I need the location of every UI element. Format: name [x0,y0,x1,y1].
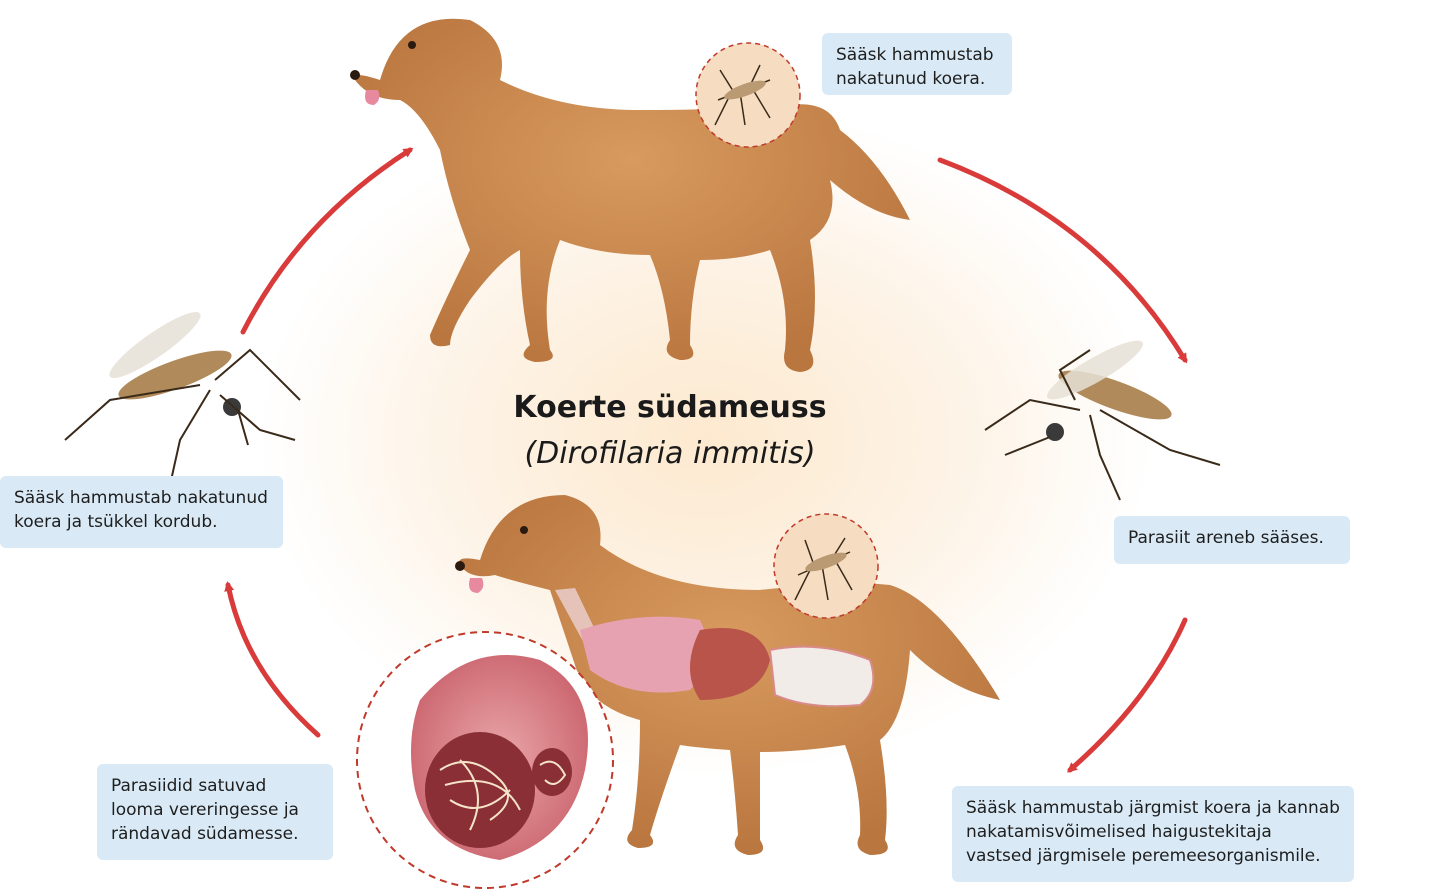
bite-circle-bottom [773,513,879,619]
cycle-arrows [224,147,1188,773]
arrow-left-up [224,581,321,738]
mosquito-left [64,311,301,486]
heart-zoom-circle [356,631,614,889]
bite-circle-top [695,42,801,148]
step-box-left: Sääsk hammustab nakatunud koera ja tsükk… [0,476,283,548]
step-box-top-right: Sääsk hammustab nakatunud koera. [822,33,1012,95]
arrow-top-left [240,147,414,335]
arrow-top-right [937,157,1188,364]
organ-liver [690,628,770,700]
organ-lungs [580,616,708,693]
diagram-title: Koerte südameuss [513,390,827,425]
organ-intestines [768,645,875,708]
step-box-bottom-right: Sääsk hammustab järgmist koera ja kannab… [952,786,1354,882]
mosquito-right [984,340,1221,501]
arrow-right-down [1066,617,1188,773]
step-box-right: Parasiit areneb sääses. [1114,516,1350,564]
diagram-subtitle: (Dirofilaria immitis) [524,436,816,471]
step-box-bottom-left: Parasiidid satuvad looma vereringesse ja… [97,764,333,860]
